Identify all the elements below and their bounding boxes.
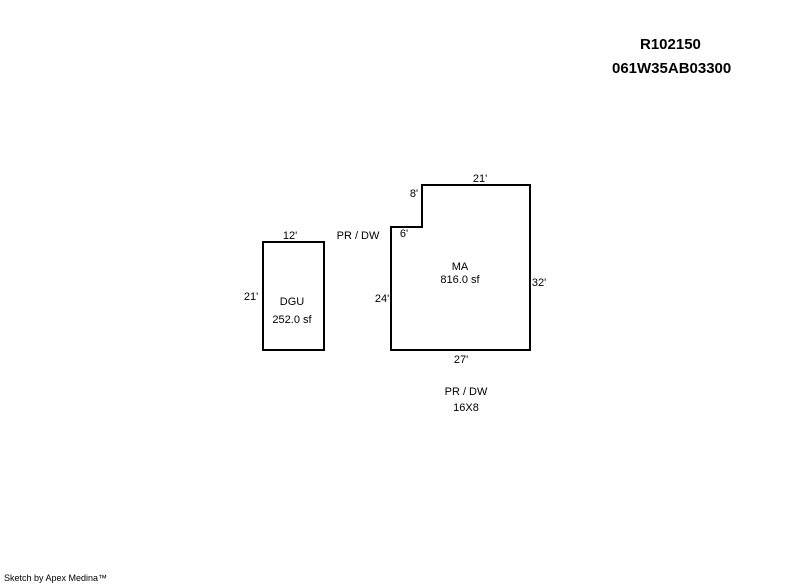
ma-right-dimension: 32' [532, 277, 546, 289]
dgu-label: DGU [280, 296, 305, 308]
dgu-left-dimension: 21' [244, 291, 258, 303]
ma-left-dimension: 24' [375, 293, 389, 305]
building-ma: 21' 8' 6' 24' 32' 27' MA 816.0 sf [375, 173, 546, 366]
ma-bottom-dimension: 27' [454, 354, 468, 366]
pr-dw-bottom-label: PR / DW [445, 386, 488, 398]
footer-credit: Sketch by Apex Medina™ [4, 573, 108, 583]
building-dgu: 12' 21' DGU 252.0 sf [244, 230, 325, 351]
ma-top-dimension: 21' [473, 173, 487, 185]
pr-dw-top-label: PR / DW [337, 230, 380, 242]
ma-outline [390, 184, 531, 351]
ma-notch-horizontal-dimension: 6' [400, 228, 408, 240]
parcel-id: R102150 [640, 36, 701, 53]
dgu-top-dimension: 12' [283, 230, 297, 242]
pr-dw-size: 16X8 [453, 402, 479, 414]
ma-notch-vertical-dimension: 8' [410, 188, 418, 200]
dgu-area: 252.0 sf [272, 314, 312, 326]
ma-label: MA [452, 261, 469, 273]
dgu-outline [262, 241, 325, 351]
map-number: 061W35AB03300 [612, 60, 732, 77]
ma-area: 816.0 sf [440, 274, 480, 286]
